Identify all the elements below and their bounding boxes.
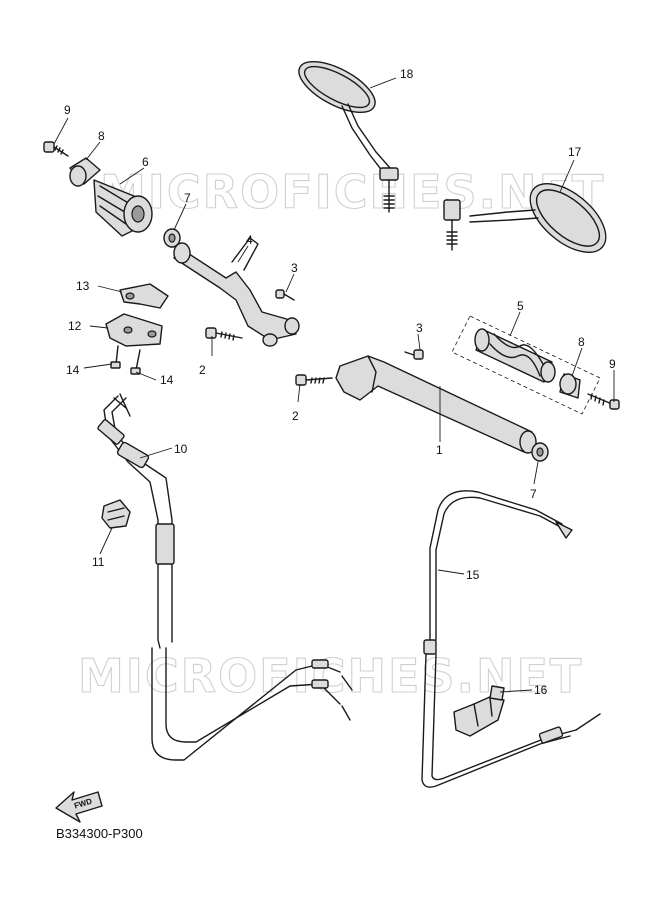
callout-14-right: 14 [160, 373, 174, 387]
part-5-grip-right [451, 315, 601, 415]
callout-11: 11 [92, 555, 105, 569]
fwd-arrow-icon: FWD [55, 791, 103, 823]
callout-5: 5 [517, 299, 524, 313]
part-17-mirror-right [443, 183, 607, 253]
diagram-reference-code: B334300-P300 [56, 826, 143, 841]
callout-15: 15 [466, 568, 480, 582]
callout-9-right: 9 [609, 357, 616, 371]
callout-10: 10 [174, 442, 188, 456]
leader-lines [53, 77, 615, 693]
callout-13: 13 [76, 279, 90, 293]
callout-2-right: 2 [292, 409, 299, 423]
callout-7-right: 7 [530, 487, 537, 501]
part-14-screw-a [110, 345, 121, 369]
callout-2-left: 2 [199, 363, 206, 377]
part-8-bar-end-weight-right [559, 373, 581, 399]
part-11-cable-holder [101, 499, 131, 529]
part-14-screw-b [130, 349, 141, 375]
part-2-bolt-left [205, 327, 243, 341]
part-3-screw-right [404, 349, 424, 360]
part-18-mirror-left [298, 60, 399, 213]
callout-12: 12 [68, 319, 82, 333]
callout-9-left: 9 [64, 103, 71, 117]
callout-18: 18 [400, 67, 414, 81]
callout-4: 4 [246, 233, 253, 247]
part-2-bolt-right [295, 374, 333, 386]
part-7-collar-right [531, 442, 549, 462]
callout-3-left: 3 [291, 261, 298, 275]
callout-14-left: 14 [66, 363, 80, 377]
part-7-collar-left [163, 228, 181, 248]
part-9-bolt-right [587, 393, 620, 410]
part-15-clutch-cable [421, 490, 601, 788]
callout-1: 1 [436, 443, 443, 457]
callout-3-right: 3 [416, 321, 423, 335]
callout-17: 17 [568, 145, 582, 159]
callout-8-right: 8 [578, 335, 585, 349]
part-8-bar-end-weight-left [69, 157, 101, 187]
part-10-throttle-cables [97, 393, 353, 761]
callout-16: 16 [534, 683, 548, 697]
callout-8-left: 8 [98, 129, 105, 143]
part-4-handlebar-left [173, 237, 300, 347]
callout-7-left: 7 [184, 191, 191, 205]
part-6-throttle-grip [93, 179, 153, 237]
part-3-screw-left [275, 289, 295, 301]
part-12-clamp-lower [105, 313, 163, 347]
part-1-handlebar-right [335, 355, 537, 454]
part-13-clamp-upper [119, 283, 169, 309]
callout-6: 6 [142, 155, 149, 169]
part-9-bolt-left [43, 141, 69, 157]
part-16-cable-clip [453, 685, 505, 737]
